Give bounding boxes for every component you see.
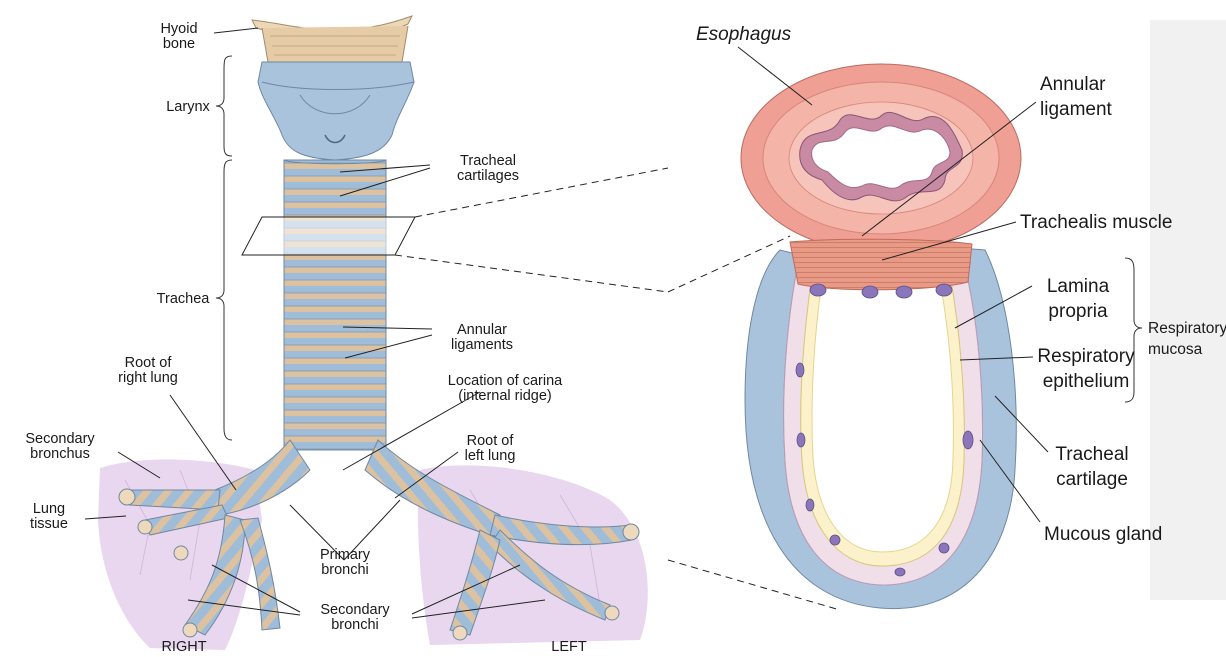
label-respiratory-epithelium: Respiratory epithelium xyxy=(1030,344,1142,394)
label-tracheal-cartilages: Tracheal cartilages xyxy=(428,154,548,184)
label-trachealis-muscle: Trachealis muscle xyxy=(1020,210,1210,235)
label-tracheal-cartilage: Tracheal cartilage xyxy=(1044,442,1140,492)
bracket-larynx xyxy=(216,56,232,156)
label-root-left-lung: Root of left lung xyxy=(438,434,542,464)
hyoid-bone xyxy=(252,16,412,62)
label-annular-ligament: Annular ligament xyxy=(1040,72,1150,122)
trachea-tube xyxy=(284,160,386,450)
label-right: RIGHT xyxy=(144,640,224,655)
label-location-carina: Location of carina (internal ridge) xyxy=(430,374,580,404)
label-hyoid-bone: Hyoid bone xyxy=(142,22,216,52)
label-secondary-bronchi: Secondary bronchi xyxy=(294,603,416,633)
section-plane xyxy=(242,217,415,255)
scan-edge xyxy=(1150,20,1226,600)
label-lung-tissue: Lung tissue xyxy=(16,502,82,532)
bracket-trachea xyxy=(216,160,232,440)
esophagus-section xyxy=(741,64,1021,252)
label-primary-bronchi: Primary bronchi xyxy=(300,548,390,578)
label-larynx: Larynx xyxy=(158,100,218,115)
label-respiratory-mucosa: Respiratory mucosa xyxy=(1148,318,1226,360)
label-lamina-propria: Lamina propria xyxy=(1030,274,1126,324)
label-root-right-lung: Root of right lung xyxy=(100,356,196,386)
label-annular-ligaments: Annular ligaments xyxy=(428,323,536,353)
trachea-section xyxy=(745,239,1016,608)
label-secondary-bronchus: Secondary bronchus xyxy=(2,432,118,462)
larynx xyxy=(258,62,414,160)
label-trachea: Trachea xyxy=(150,292,216,307)
label-left: LEFT xyxy=(534,640,604,655)
label-mucous-gland: Mucous gland xyxy=(1044,522,1184,547)
label-esophagus: Esophagus xyxy=(696,22,826,47)
